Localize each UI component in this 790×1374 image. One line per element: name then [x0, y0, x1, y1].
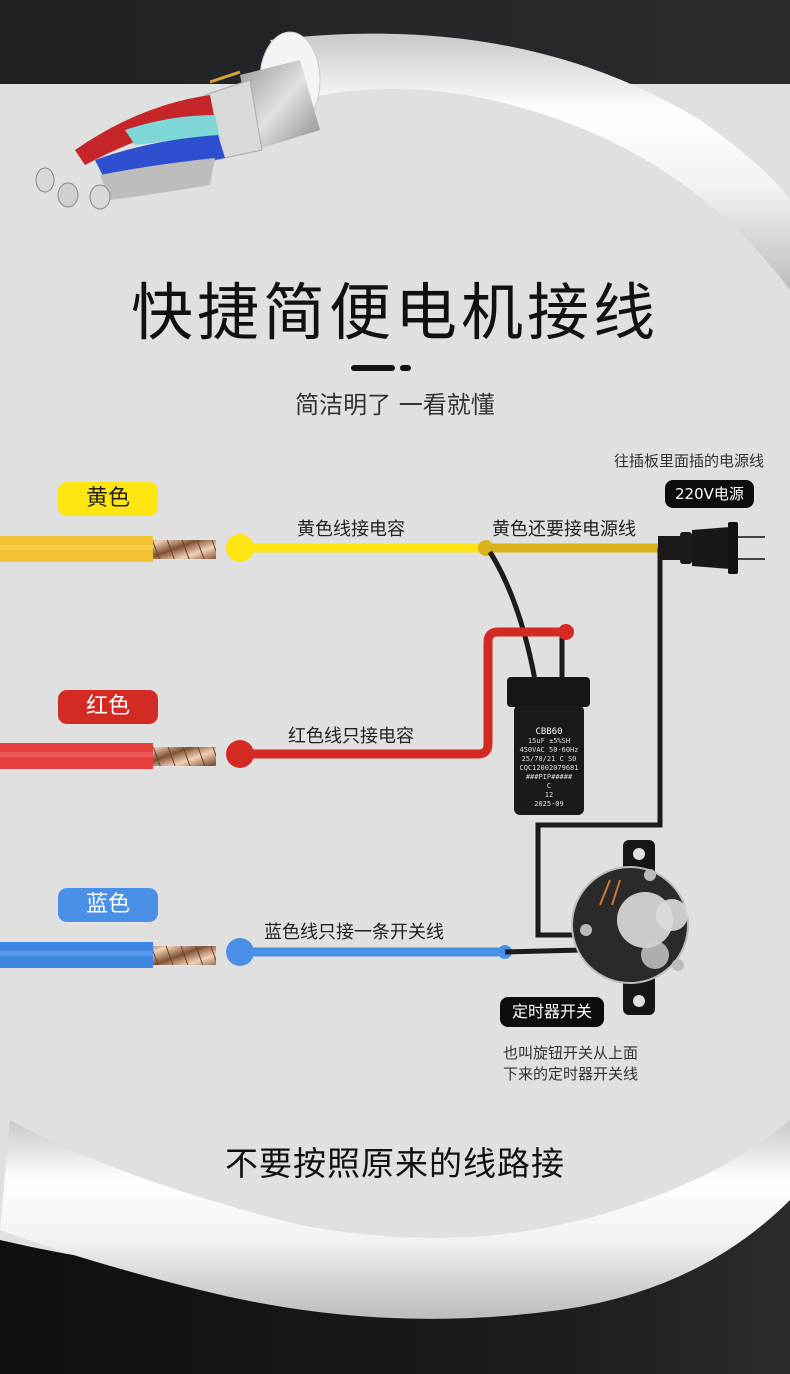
capacitor-spec-line: 25/70/21 C S0 — [521, 755, 577, 763]
timer-badge: 定时器开关 — [500, 997, 605, 1027]
power-hint: 往插板里面插的电源线 — [614, 452, 765, 470]
page-title: 快捷简便电机接线 — [130, 276, 659, 349]
timer-desc-line1: 也叫旋钮开关从上面 — [503, 1044, 639, 1062]
capacitor-spec-line: CQC12002079681 — [519, 764, 579, 772]
capacitor — [507, 677, 590, 815]
blue-wire-group — [0, 938, 583, 968]
capacitor-spec-line: ###PIP##### — [525, 773, 573, 781]
capacitor-label: CBB60 15uF ±5%SH 450VAC 50-60Hz 25/70/21… — [516, 728, 582, 809]
timer-switch — [571, 840, 689, 1015]
yellow-wire-copper-core — [153, 540, 216, 559]
cable-cross-section-illustration — [35, 31, 321, 210]
white-cable-arc-bottom — [0, 1120, 790, 1319]
power-plug — [658, 522, 765, 574]
yellow-power-note: 黄色还要接电源线 — [492, 519, 636, 540]
red-wire-group — [0, 624, 574, 769]
yellow-tag: 黄色 — [58, 482, 158, 516]
power-badge: 220V电源 — [665, 480, 754, 508]
yellow-wire-group — [0, 534, 660, 562]
red-tag: 红色 — [58, 690, 158, 724]
capacitor-spec-line: 15uF ±5%SH — [527, 737, 571, 745]
bottom-warning-text: 不要按照原来的线路接 — [225, 1144, 565, 1183]
red-line — [240, 627, 565, 759]
white-cable-arc-top — [270, 33, 790, 291]
title-divider-long — [351, 365, 395, 371]
blue-wire-copper-core — [153, 946, 216, 965]
capacitor-model: CBB60 — [535, 727, 563, 737]
blue-wire-note: 蓝色线只接一条开关线 — [264, 922, 444, 943]
capacitor-spec-line: 450VAC 50-60Hz — [519, 746, 579, 754]
capacitor-spec-line: 2025-09 — [534, 800, 564, 808]
capacitor-spec-line: C — [546, 782, 552, 790]
red-wire-copper-core — [153, 747, 216, 766]
capacitor-spec-line: 12 — [544, 791, 554, 799]
yellow-wire-note: 黄色线接电容 — [297, 519, 405, 540]
timer-black-lead — [504, 947, 583, 955]
red-wire-note: 红色线只接电容 — [288, 726, 414, 747]
blue-tag: 蓝色 — [58, 888, 158, 922]
title-divider-short — [400, 365, 411, 371]
page-subtitle: 简洁明了 一看就懂 — [295, 391, 495, 419]
capacitor-lead-1 — [487, 550, 538, 681]
timer-desc-line2: 下来的定时器开关线 — [503, 1065, 639, 1083]
red-capacitor-dot — [558, 624, 574, 640]
power-black-wire — [535, 548, 663, 938]
